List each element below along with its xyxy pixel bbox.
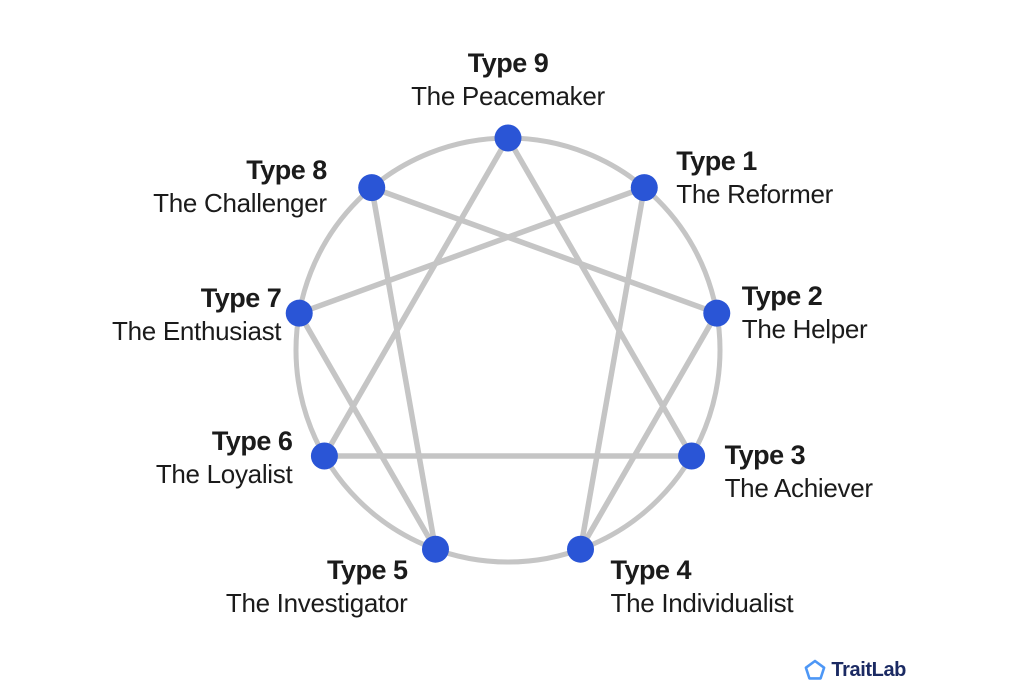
type-number-text: Type 6 [211, 426, 293, 456]
type-name-text: The Peacemaker [411, 80, 605, 111]
type-number-text: Type 1 [676, 145, 757, 176]
type-dot-3 [678, 442, 706, 470]
connection-line-9-3 [505, 136, 694, 458]
type-number-text: Type 5 [326, 555, 408, 586]
type-name-text: The Individualist [610, 588, 794, 619]
pentagon-icon [805, 659, 826, 680]
type-dot-2 [703, 299, 731, 327]
connection-line-8-5 [369, 187, 439, 550]
type-name-text: The Helper [741, 314, 868, 345]
type-number-text: Type 7 [200, 283, 282, 314]
connection-line-2-8 [370, 185, 718, 316]
connection-line-7-1 [298, 185, 646, 316]
type-name-text: The Enthusiast [112, 316, 282, 347]
connection-line-4-2 [578, 311, 720, 551]
connection-line-6-9 [322, 136, 511, 458]
type-dot-8 [358, 174, 386, 202]
type-dot-6 [310, 442, 338, 470]
type-name-text: The Investigator [225, 588, 408, 619]
type-dot-4 [567, 535, 595, 563]
type-dot-1 [630, 174, 658, 202]
type-name-text: The Reformer [676, 178, 834, 209]
type-number-text: Type 8 [246, 154, 327, 185]
type-name-text: The Challenger [153, 187, 327, 218]
type-dot-5 [421, 535, 449, 563]
type-number-text: Type 2 [741, 281, 823, 312]
type-dot-9 [494, 124, 522, 152]
logo-text: TraitLab [831, 658, 906, 681]
type-number-text: Type 3 [724, 440, 806, 470]
type-number-text: Type 4 [610, 555, 692, 586]
type-name-text: The Achiever [724, 473, 873, 503]
enneagram-circle [293, 135, 723, 565]
connection-line-5-7 [296, 311, 438, 551]
type-name-text: The Loyalist [155, 459, 293, 489]
traitlab-logo: TraitLab [803, 658, 906, 682]
type-dot-7 [285, 299, 313, 327]
type-number-text: Type 9 [467, 47, 549, 78]
connection-line-1-4 [577, 187, 647, 550]
